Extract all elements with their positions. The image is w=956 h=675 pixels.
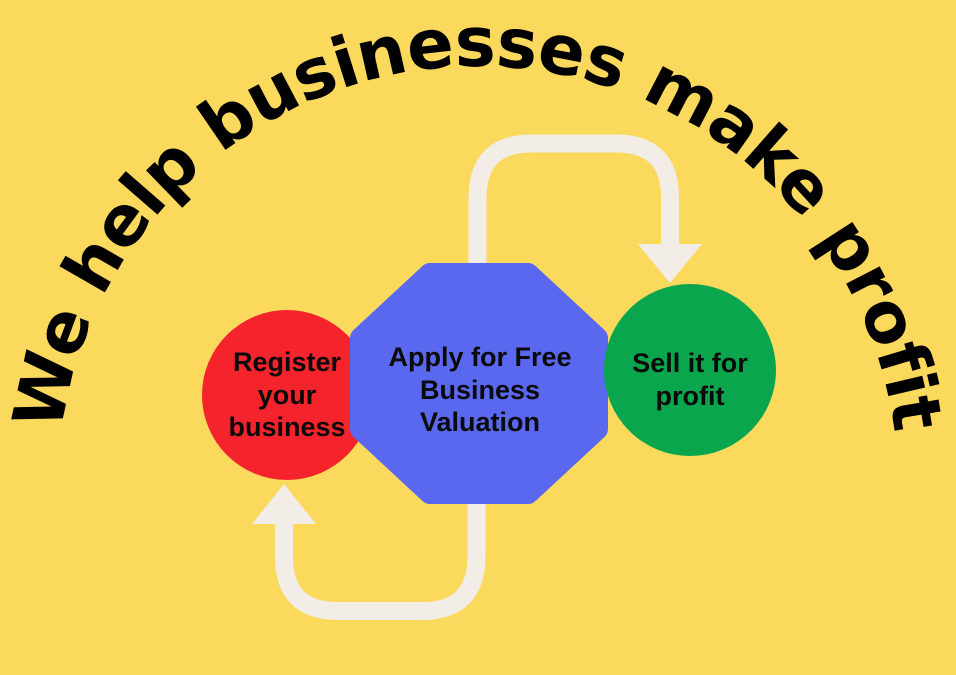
arrow-valuation-to-register-head: [252, 484, 316, 524]
arrow-valuation-to-register: [275, 503, 486, 620]
shape-sell-circle: [604, 284, 776, 456]
shape-register-circle: [202, 310, 372, 480]
arrow-valuation-to-sell-head: [638, 244, 702, 283]
arrow-valuation-to-sell: [468, 134, 679, 266]
shape-valuation-octagon: [350, 263, 608, 504]
